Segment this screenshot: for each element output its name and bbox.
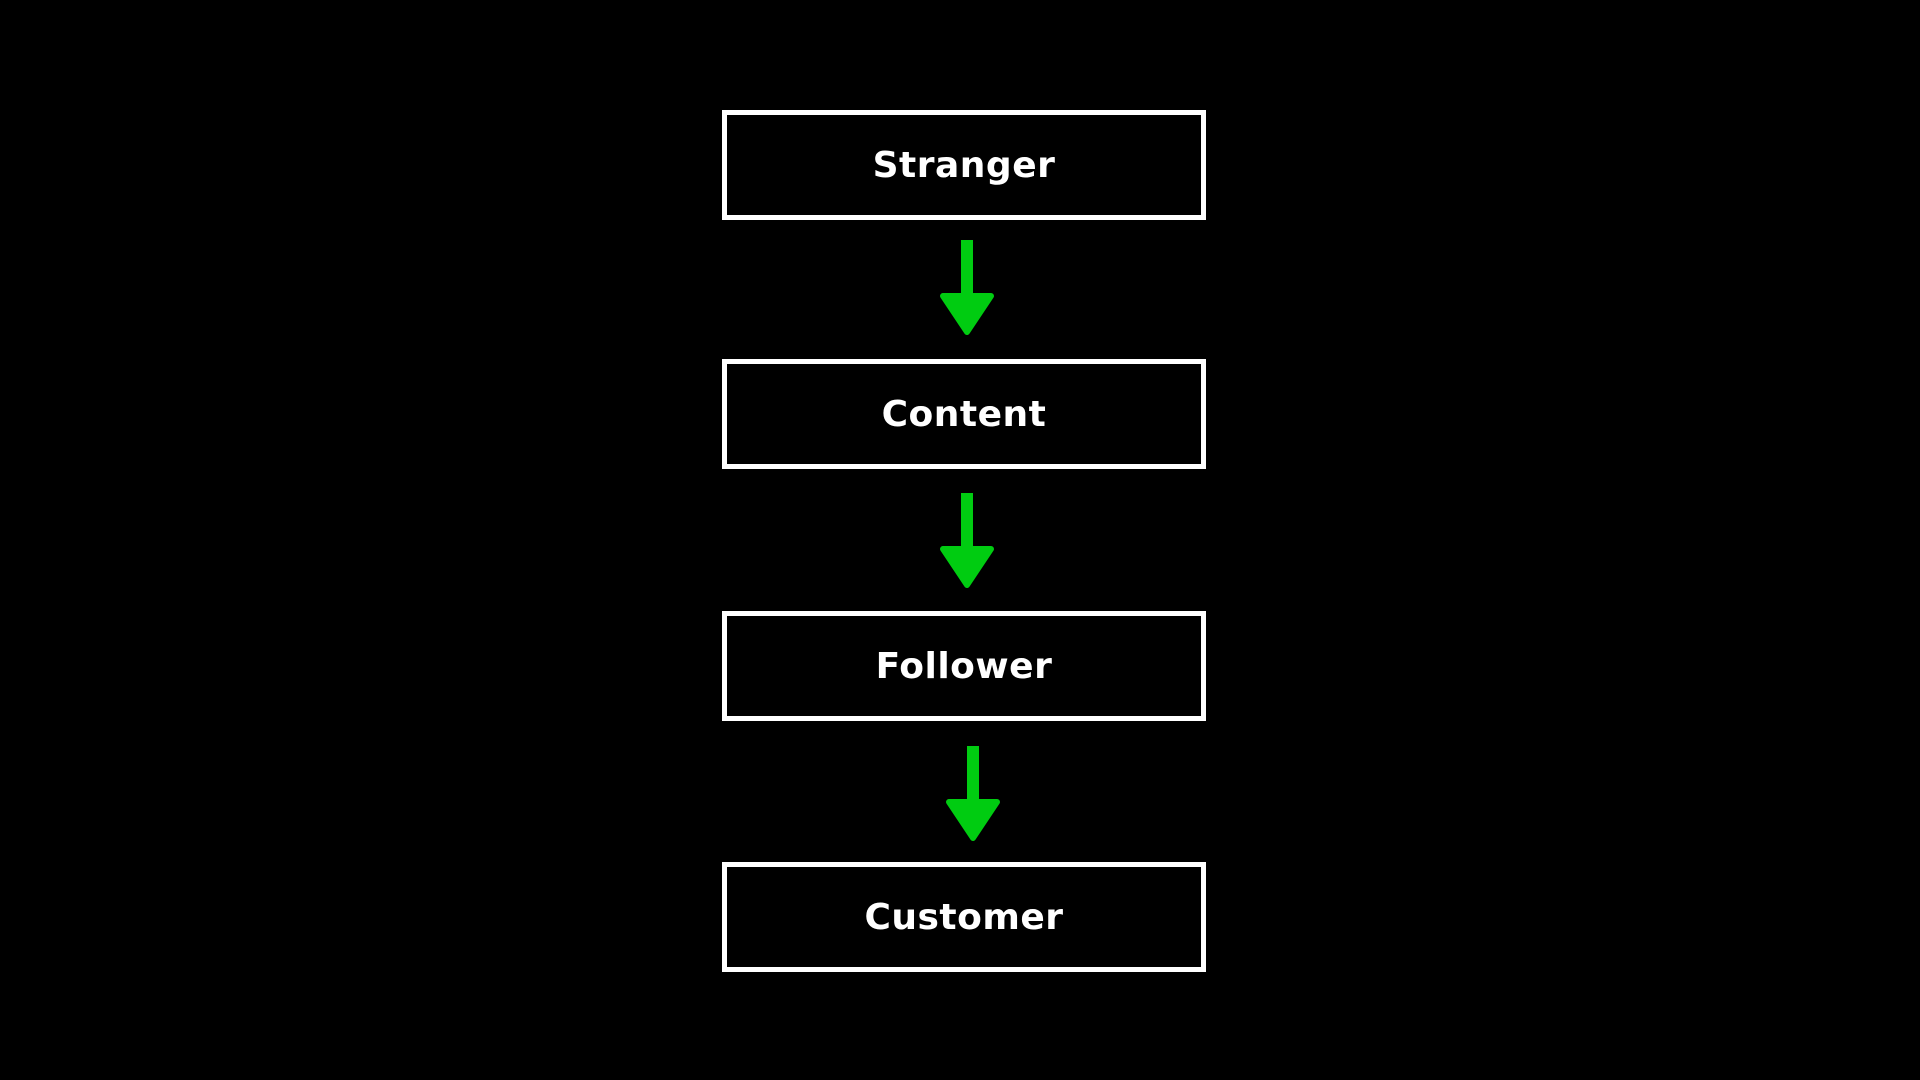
stage-box-stranger: Stranger (722, 110, 1206, 220)
arrow-down-icon (937, 493, 997, 593)
stage-label-customer: Customer (864, 896, 1064, 938)
arrow-down-icon (937, 240, 997, 340)
stage-label-content: Content (881, 393, 1047, 435)
stage-label-stranger: Stranger (872, 144, 1056, 186)
stage-box-customer: Customer (722, 862, 1206, 972)
arrow-down-icon (943, 746, 1003, 846)
stage-box-follower: Follower (722, 611, 1206, 721)
stage-box-content: Content (722, 359, 1206, 469)
stage-label-follower: Follower (875, 645, 1053, 687)
